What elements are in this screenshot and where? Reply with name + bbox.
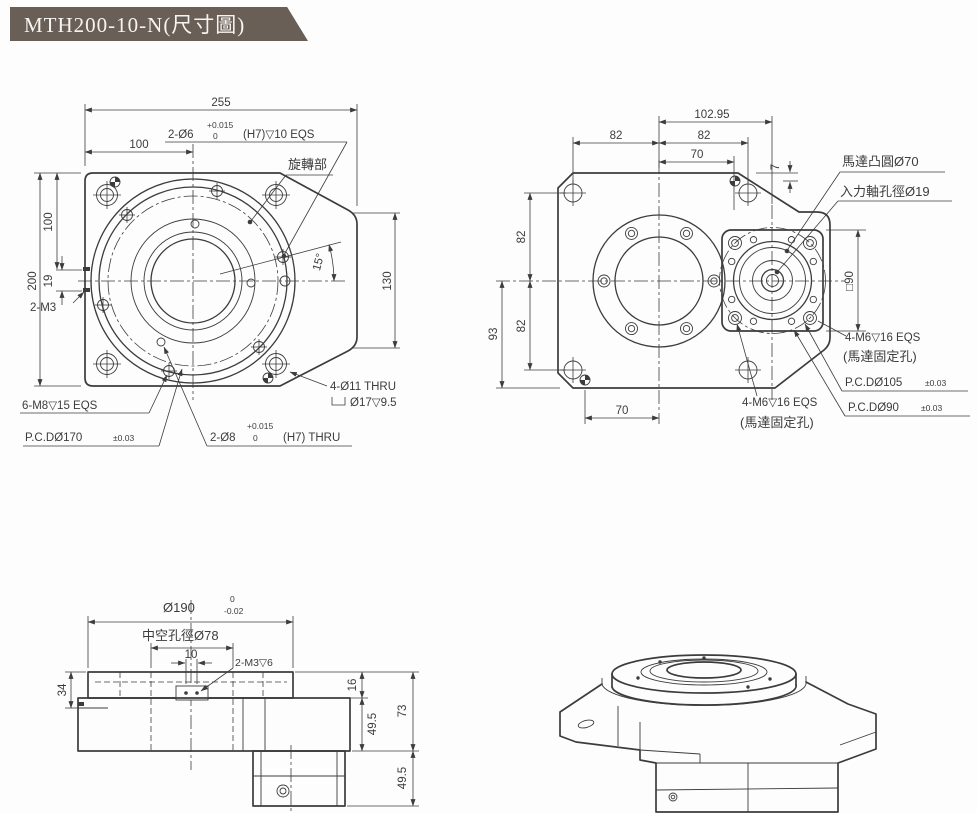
rotary-table-circles: [90, 178, 296, 384]
bottom-flange: [592, 214, 726, 348]
dim-34: 34: [57, 683, 69, 696]
dim-49-5-upper: 49.5: [367, 713, 379, 735]
datum-target: [729, 175, 741, 187]
dim-center-dist: 102.95: [694, 109, 729, 121]
datum-target: [109, 176, 121, 188]
motor-block-section: [252, 750, 346, 807]
drawing-title: MTH200-10-N(尺寸圖): [24, 13, 246, 37]
dim-outer-dia-tol-minus: -0.02: [224, 606, 244, 616]
motor-boss-text: 馬達凸圓Ø70: [842, 154, 919, 169]
rotary-part-callout: 旋轉部: [247, 157, 333, 225]
dim-10: 10: [185, 649, 198, 661]
datum-target: [579, 374, 591, 386]
dim-49-5-lower: 49.5: [397, 767, 409, 789]
pcd90-text: P.C.DØ90: [848, 402, 899, 414]
counterbore-text: Ø17▽9.5: [350, 397, 397, 409]
corner-hole: [93, 350, 121, 378]
input-shaft-text: 入力軸孔徑Ø19: [840, 184, 930, 199]
dim-step: 7: [770, 164, 782, 170]
dim-width-half: 100: [129, 139, 148, 151]
dim-82-right: 82: [698, 130, 711, 142]
dim-angle: 15°: [311, 252, 327, 272]
dim-outer-dia-tol-zero: 0: [230, 594, 235, 604]
pin-callout-top: 2-Ø6 +0.015 0 (H7)▽10 EQS: [165, 120, 348, 259]
motor-holes-right-callout: 4-M6▽16 EQS (馬達固定孔): [817, 320, 921, 364]
pin-top-suffix: (H7)▽10 EQS: [243, 129, 315, 141]
mount-holes-text: 6-M8▽15 EQS: [22, 400, 98, 412]
corner-hole-callout: 4-Ø11 THRU Ø17▽9.5: [289, 371, 397, 409]
motor-mount-plate: [719, 227, 826, 334]
motor-boss-callout: 馬達凸圓Ø70: [784, 154, 945, 254]
dim-93: 93: [488, 328, 500, 341]
m3-side-mark: [83, 267, 90, 271]
pcd105-callout: P.C.DØ105 ±0.03: [804, 323, 968, 392]
dim-outer-dia: Ø190: [163, 600, 195, 615]
corner-hole: [262, 350, 290, 378]
input-shaft-callout: 入力軸孔徑Ø19: [774, 184, 952, 275]
dim-82-left: 82: [610, 130, 623, 142]
motor-holes-bottom-text: 4-M6▽16 EQS: [742, 397, 818, 409]
section-view: Ø190 0 -0.02 中空孔徑Ø78 10 2-M3▽6 34: [57, 594, 419, 812]
corner-holes-text: 4-Ø11 THRU: [330, 381, 396, 393]
dim-width-total: 255: [211, 97, 230, 109]
pcd170-tol: ±0.03: [113, 433, 134, 443]
dim-height-total: 200: [27, 271, 39, 290]
corner-hole: [93, 181, 121, 209]
dim-73: 73: [397, 705, 409, 718]
dim-tab-height: 130: [382, 271, 394, 290]
m3-block: [175, 685, 209, 701]
dim-70-bottom: 70: [616, 405, 629, 417]
corner-hole: [735, 357, 761, 383]
title-banner: MTH200-10-N(尺寸圖): [10, 7, 308, 41]
dim-square: □90: [844, 271, 856, 291]
isometric-view: [559, 654, 877, 813]
pcd90-callout: P.C.DØ90 ±0.03: [793, 329, 970, 417]
m3-depth-text: 2-M3▽6: [235, 657, 273, 669]
corner-hole: [262, 181, 290, 209]
pcd105-text: P.C.DØ105: [845, 377, 902, 389]
pin-top-text: 2-Ø6: [168, 129, 194, 141]
pin-bottom-tol-plus: +0.015: [247, 421, 274, 431]
dim-70-top: 70: [691, 149, 704, 161]
dim-82-lower: 82: [516, 320, 528, 333]
pin-bottom-tol-zero: 0: [253, 433, 258, 443]
pcd170-callout: P.C.DØ170 ±0.03: [23, 368, 183, 447]
motor-holes-bottom-callout: 4-M6▽16 EQS (馬達固定孔): [736, 323, 818, 430]
dowel-pin-holes: [156, 219, 291, 347]
mount-holes-callout: 6-M8▽15 EQS: [20, 374, 168, 414]
motor-holes-right-text: 4-M6▽16 EQS: [845, 332, 921, 344]
front-view-outline: [84, 172, 358, 387]
dim-82-upper: 82: [516, 231, 528, 244]
m8-screw-holes: [95, 183, 291, 379]
dim-16: 16: [347, 679, 359, 692]
dim-height-half: 100: [43, 212, 55, 231]
bottom-view-outline: [557, 172, 831, 389]
m3-side-mark: [83, 288, 90, 292]
dim-pin-offset: 19: [43, 275, 55, 288]
corner-hole: [735, 180, 761, 206]
front-view: 255 100 2-Ø6 +0.015 0 (H7)▽10 EQS 旋轉部: [20, 97, 400, 447]
pin-callout-bottom: 2-Ø8 +0.015 0 (H7) THRU: [163, 346, 352, 447]
pcd90-tol: ±0.03: [921, 403, 942, 413]
motor-holes-right-text2: (馬達固定孔): [843, 349, 917, 364]
pcd105-tol: ±0.03: [925, 378, 946, 388]
motor-holes-bottom-text2: (馬達固定孔): [740, 415, 814, 430]
bottom-view: 102.95 82 82 70 7 □90 馬達凸圓Ø70: [488, 109, 970, 430]
rotary-part-text: 旋轉部: [288, 157, 327, 172]
body-section: [77, 697, 351, 752]
datum-target: [262, 372, 274, 384]
pin-bottom-text: 2-Ø8: [210, 432, 236, 444]
hollow-bore-text: 中空孔徑Ø78: [142, 628, 219, 643]
pin-top-tol-plus: +0.015: [207, 120, 234, 130]
pin-top-tol-zero: 0: [213, 131, 218, 141]
pin-bottom-suffix: (H7) THRU: [283, 432, 340, 444]
side-holes-label: 2-M3: [30, 302, 56, 314]
pcd170-text: P.C.DØ170: [25, 432, 82, 444]
